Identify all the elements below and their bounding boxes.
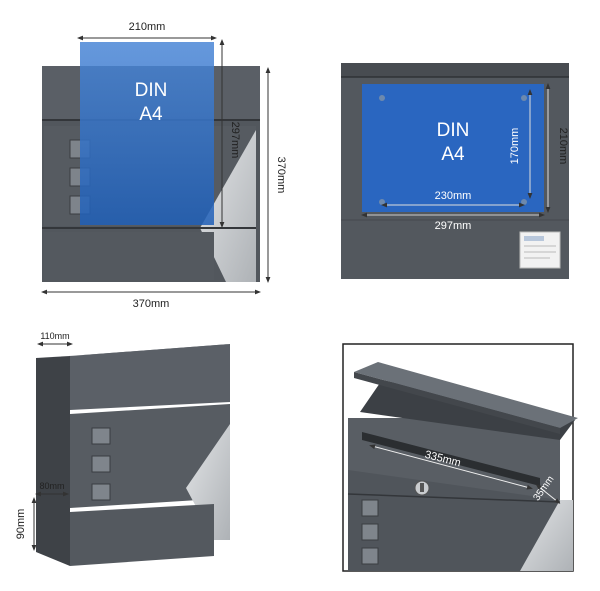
dim-compartment-depth: 80mm <box>39 481 64 491</box>
dim-compartment-height: 90mm <box>15 509 27 540</box>
mailbox-side <box>36 356 70 566</box>
dim-depth: 110mm <box>40 331 69 341</box>
paper-label-line2: A4 <box>139 104 163 125</box>
front-view-panel: DIN A4 210mm 297mm 370mm 370mm <box>41 21 287 310</box>
back-view-panel: DIN A4 170mm 210mm 230mm 297mm <box>341 63 569 279</box>
dim-back-inner-height: 170mm <box>509 128 521 165</box>
open-window-1 <box>361 499 379 517</box>
din-a4-paper-back <box>362 84 544 212</box>
back-top-edge <box>341 63 569 77</box>
dim-back-inner-width: 230mm <box>435 190 472 202</box>
perspective-window-3 <box>91 483 111 501</box>
perspective-window-1 <box>91 427 111 445</box>
dim-paper-width: 210mm <box>129 21 166 33</box>
paper-label-line1: DIN <box>135 80 168 101</box>
open-lid <box>354 362 578 428</box>
perspective-bottom <box>70 504 214 566</box>
open-lid-edge <box>354 372 560 434</box>
open-window-2 <box>361 523 379 541</box>
dim-back-outer-width: 297mm <box>435 220 472 232</box>
dim-box-width: 370mm <box>133 298 170 310</box>
open-steel-plate <box>520 500 573 571</box>
back-paper-label-line2: A4 <box>441 144 465 165</box>
din-a4-paper <box>80 42 214 225</box>
perspective-view-panel: 110mm 80mm 90mm <box>15 331 230 566</box>
dim-back-outer-height: 210mm <box>557 128 569 165</box>
open-box-inner <box>360 380 575 440</box>
perspective-steel-plate <box>186 424 230 540</box>
bottom-compartment <box>44 232 214 280</box>
perspective-window-2 <box>91 455 111 473</box>
open-window-3 <box>361 547 379 565</box>
dim-box-height: 370mm <box>275 157 287 194</box>
back-paper-label-line1: DIN <box>437 120 470 141</box>
open-lid-panel: 335mm 35mm <box>342 343 578 572</box>
dim-paper-height: 297mm <box>229 122 241 159</box>
perspective-lid <box>70 344 230 410</box>
